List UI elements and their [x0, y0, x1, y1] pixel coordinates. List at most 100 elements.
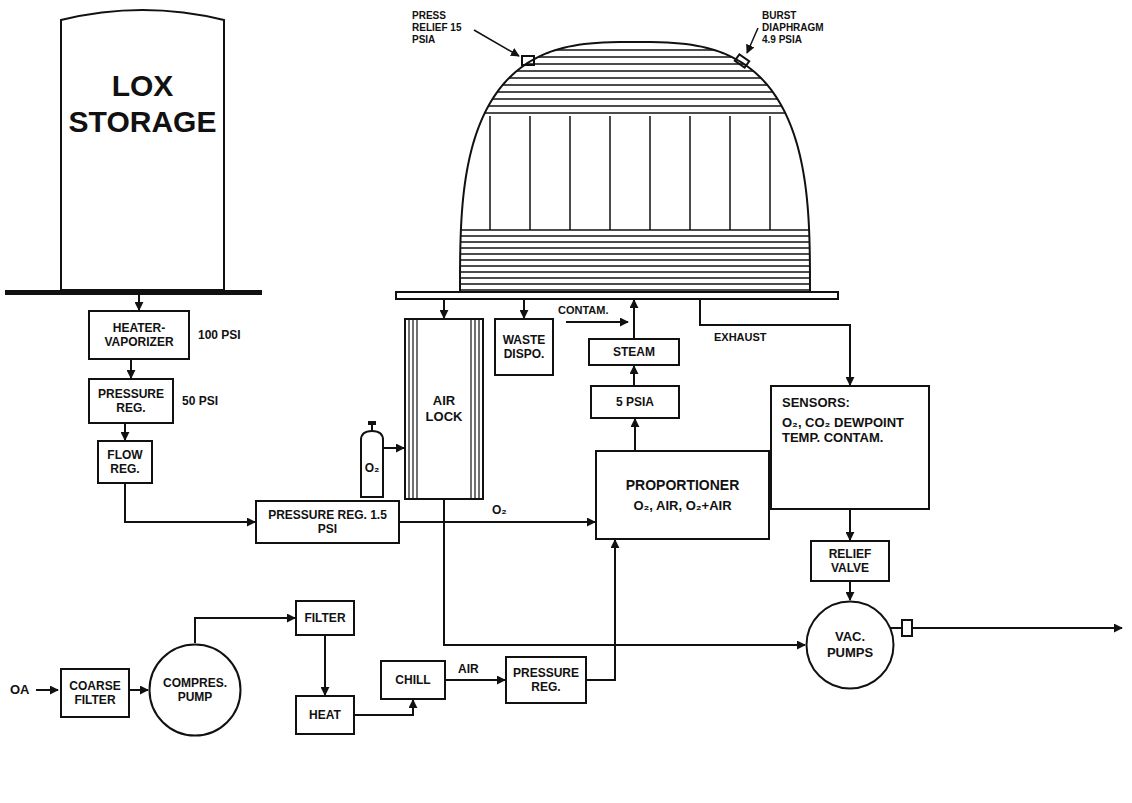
wall-hatching: [412, 319, 413, 499]
dome-band: [440, 70, 830, 72]
wall-hatching: [474, 319, 475, 499]
leader-line: [474, 30, 519, 56]
dome-band: [440, 112, 830, 114]
bottle-outline: [361, 431, 383, 497]
dome-band: [440, 49, 830, 51]
wall-hatching: [470, 319, 471, 499]
process-box: PRESSURE REG.: [88, 378, 174, 424]
flow-arrow: [125, 484, 255, 522]
dome-band: [440, 235, 830, 237]
dome-band: [440, 289, 830, 291]
lock-outline: [405, 319, 483, 499]
flow-arrow: [849, 510, 851, 540]
node-label: LOX STORAGE: [68, 68, 217, 140]
flow-arrow: [634, 419, 636, 450]
flow-arrow: [523, 300, 525, 318]
flow-arrow: [443, 300, 445, 318]
flow-note: CONTAM.: [556, 304, 611, 317]
dome-band: [440, 105, 830, 107]
node-label: COARSE FILTER: [68, 679, 122, 708]
dome-band: [440, 229, 830, 231]
air-lock: AIR LOCK: [404, 318, 484, 500]
contaminant-arrow: [566, 321, 628, 323]
discharge-pipe: [890, 627, 1122, 629]
pump-circle: VAC. PUMPS: [805, 600, 895, 690]
process-box: 5 PSIA: [590, 385, 680, 419]
flow-arrow: [849, 582, 851, 600]
pressure-note: 50 PSI: [180, 394, 220, 408]
dome-band: [440, 63, 830, 65]
node-label: COMPRES. PUMP: [154, 676, 236, 705]
dome-band: [440, 265, 830, 267]
line-label: O₂: [490, 503, 509, 517]
process-box: RELIEF VALVE: [810, 540, 890, 582]
pressure-note: 100 PSI: [196, 328, 243, 342]
callout-text: PRESS RELIEF 15 PSIA: [412, 10, 468, 46]
flow-arrow: [633, 366, 635, 385]
circle-outline: [807, 602, 894, 689]
node-label: HEATER-VAPORIZER: [96, 321, 182, 350]
dome-rib: [729, 116, 731, 230]
process-box: WASTE DISPO.: [494, 318, 554, 376]
process-box: HEAT: [295, 695, 355, 735]
node-label: PRESSURE REG.: [513, 666, 579, 695]
storage-tank: LOX STORAGE: [60, 4, 225, 290]
process-box: COARSE FILTER: [60, 668, 130, 718]
node-label: PROPORTIONER: [626, 477, 740, 494]
dome-band: [440, 283, 830, 285]
sensor-box: SENSORS: O₂, CO₂ DEWPOINT TEMP. CONTAM.: [770, 385, 930, 510]
flow-arrow: [195, 618, 295, 643]
node-label: 5 PSIA: [616, 395, 654, 409]
node-label: AIR LOCK: [419, 393, 469, 424]
dome-rib: [689, 116, 691, 230]
inlet-arrow: [36, 689, 58, 691]
node-label: CHILL: [395, 673, 430, 687]
flow-arrow: [633, 300, 635, 338]
dome-band: [440, 56, 830, 58]
dome-band: [440, 259, 830, 261]
tank-outline: [61, 10, 224, 290]
node-label: SENSORS:: [782, 395, 850, 411]
process-box: CHILL: [380, 660, 446, 700]
dome-band: [440, 253, 830, 255]
line-label: AIR: [456, 662, 481, 676]
wall-hatching: [408, 319, 409, 499]
node-label: FLOW REG.: [105, 448, 145, 477]
dome-rib: [769, 116, 771, 230]
dome-band: [440, 271, 830, 273]
dome-base-flange: [396, 292, 838, 299]
dome-band: [440, 84, 830, 86]
flow-arrow: [587, 540, 615, 680]
process-box: PRESSURE REG.: [505, 656, 587, 704]
dome-rib: [609, 116, 611, 230]
node-label: RELIEF VALVE: [818, 547, 882, 576]
pump-circle: COMPRES. PUMP: [148, 643, 242, 737]
leader-line: [747, 28, 758, 53]
node-label: WASTE DISPO.: [502, 333, 546, 362]
flow-arrow: [130, 360, 132, 378]
dome-structure: PRESS RELIEF 15 PSIABURST DIAPHRAGM 4.9 …: [440, 30, 830, 300]
node-detail: O₂, AIR, O₂+AIR: [633, 498, 731, 514]
dome-rib: [649, 116, 651, 230]
dome-band: [440, 98, 830, 100]
bottle-valve: [371, 424, 373, 431]
dome-rib: [529, 116, 531, 230]
dome-panels: [440, 50, 830, 290]
dome-rib: [569, 116, 571, 230]
dome-outline: [460, 42, 810, 292]
bottle-valve: [368, 421, 376, 425]
node-detail: O₂, CO₂ DEWPOINT TEMP. CONTAM.: [782, 415, 918, 446]
flow-arrow: [124, 424, 126, 440]
dome-band: [440, 277, 830, 279]
dome-rib: [489, 116, 491, 230]
node-label: STEAM: [613, 345, 655, 359]
inlet-label: OA: [8, 682, 32, 698]
node-label: PRESSURE REG. 1.5 PSI: [263, 508, 392, 537]
process-box: STEAM: [588, 338, 680, 366]
process-box: FLOW REG.: [97, 440, 153, 484]
flow-arrow: [355, 700, 413, 715]
dome-band: [440, 247, 830, 249]
circle-outline: [150, 645, 241, 736]
node-label: HEAT: [309, 708, 341, 722]
